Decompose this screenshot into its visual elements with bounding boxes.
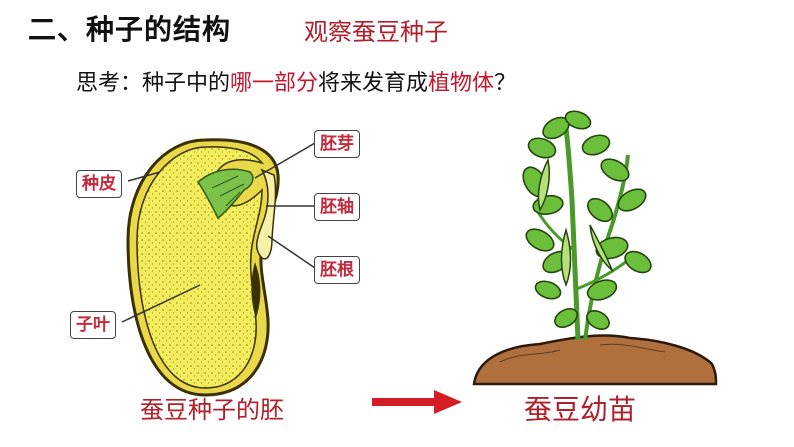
seedling-leaves (522, 110, 652, 330)
question-middle: 将来发育成 (318, 71, 429, 96)
label-zhongpi: 种皮 (76, 170, 122, 198)
leader-line-ziye (121, 284, 201, 323)
seedling-main-stem (563, 127, 581, 341)
slide-title: 二、种子的结构 (28, 13, 232, 46)
seed-dark-gap (251, 262, 261, 318)
leader-line-peigen (267, 235, 316, 269)
leader-line-zhongpi (127, 171, 161, 182)
label-ziye: 子叶 (70, 311, 116, 339)
seed-radicle (256, 168, 277, 260)
seedling-pods (537, 157, 614, 288)
caption-seedling: 蚕豆幼苗 (524, 393, 637, 426)
question-highlight-part: 哪一部分 (230, 71, 319, 96)
seed-texture (137, 146, 262, 388)
question-suffix: ？ (494, 71, 517, 96)
label-peigen: 胚根 (314, 256, 360, 284)
question-text: 思考：种子中的哪一部分将来发育成植物体？ (76, 65, 516, 97)
label-peiya: 胚芽 (314, 130, 360, 158)
label-peizhou: 胚轴 (314, 193, 360, 221)
caption-embryo: 蚕豆种子的胚 (140, 396, 284, 424)
soil-mound (472, 334, 718, 386)
question-highlight-plant: 植物体 (428, 71, 495, 96)
arrow-right (372, 390, 462, 414)
question-prefix: 思考：种子中的 (76, 71, 231, 96)
slide-subtitle: 观察蚕豆种子 (304, 18, 448, 46)
leader-line-peiya (254, 142, 316, 179)
